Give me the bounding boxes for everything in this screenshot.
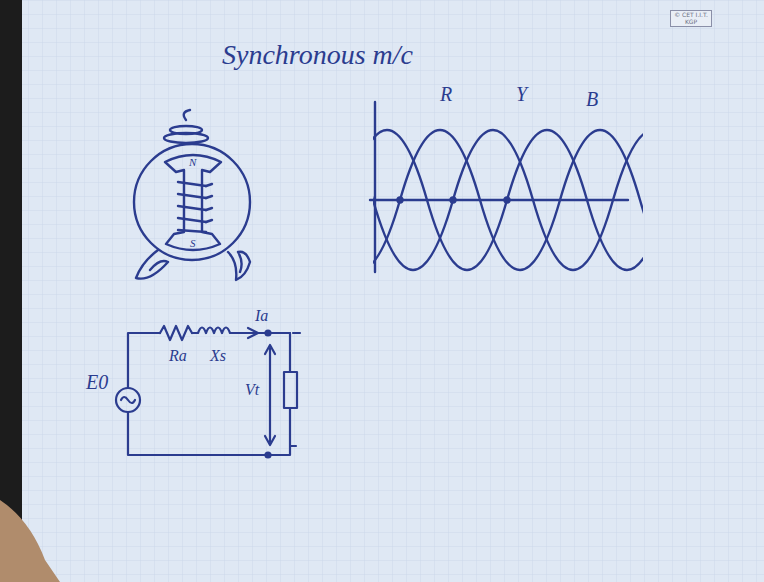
- resistance-label: Ra: [169, 347, 187, 365]
- rotor-sketch: [134, 110, 250, 280]
- emf-label: E0: [86, 371, 108, 393]
- equivalent-circuit: [116, 326, 300, 458]
- voltage-label: Vt: [245, 381, 259, 399]
- pole-label: S: [190, 237, 196, 249]
- current-label: Ia: [255, 307, 268, 325]
- phase-label: Y: [516, 83, 527, 105]
- copyright-stamp: © CET I.I.T. KGP: [670, 10, 712, 27]
- reactance-label: Xs: [210, 347, 226, 365]
- waveform-plot: [240, 102, 720, 272]
- page-edge-shadow: [0, 0, 22, 582]
- phase-label: R: [440, 83, 452, 105]
- stamp-text: © CET I.I.T. KGP: [674, 12, 708, 25]
- phase-label: B: [586, 88, 598, 110]
- page-title: Synchronous m/c: [222, 40, 413, 71]
- hand: [0, 500, 60, 582]
- pole-label: N: [189, 156, 196, 168]
